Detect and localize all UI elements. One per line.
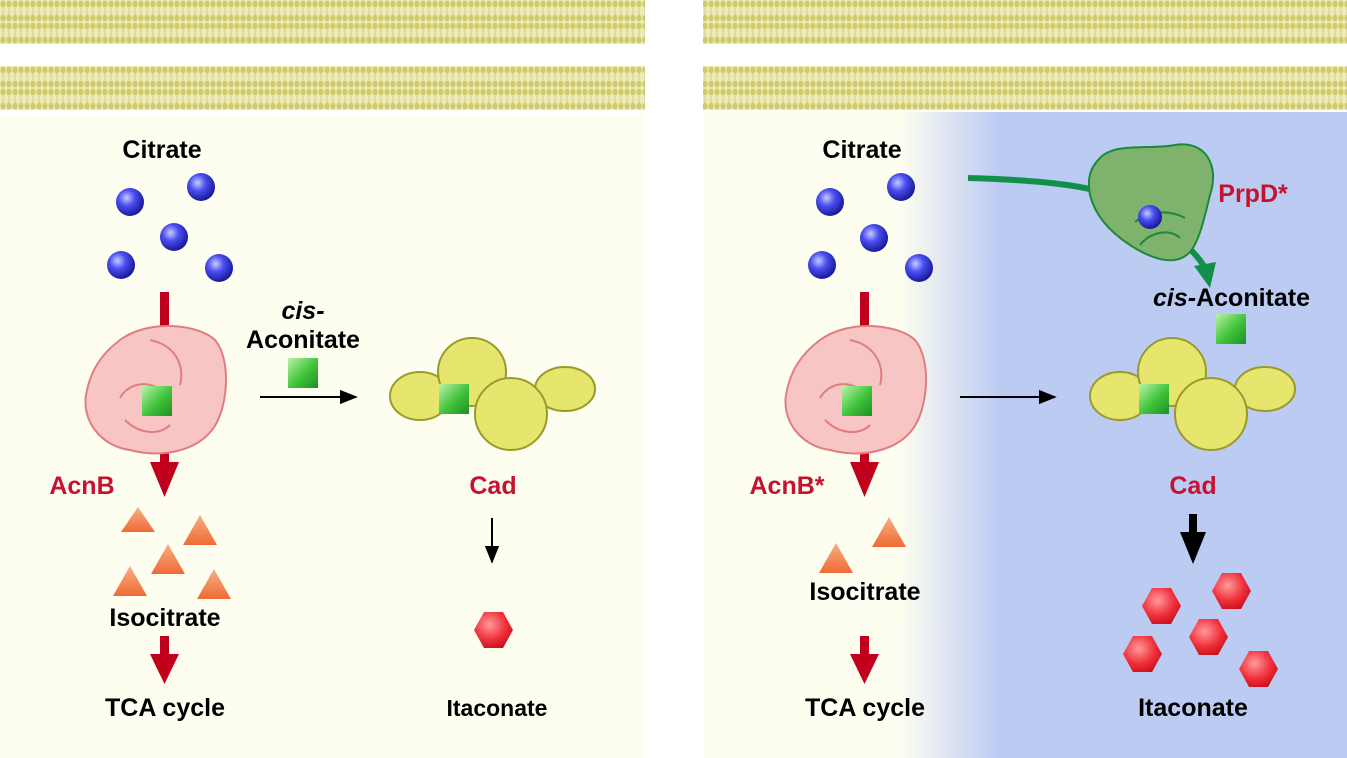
red-hexagon-icon [1142,588,1181,624]
green-square-icon [1216,314,1246,344]
left-isocitrate-label: Isocitrate [109,604,220,632]
left-citrate-label: Citrate [122,136,201,164]
right-gradient-zone [900,112,1000,758]
orange-triangle-icon [197,569,231,599]
green-square-icon [842,386,872,416]
green-square-icon [288,358,318,388]
left-inner-membrane [0,66,645,110]
blue-sphere-icon [808,251,836,279]
right-acnb-label: AcnB* [749,472,824,500]
left-citrate-molecules [107,173,233,282]
right-tca-label: TCA cycle [805,694,925,722]
right-itaconate-molecules [1123,573,1278,687]
blue-sphere-icon [107,251,135,279]
orange-triangle-icon [183,515,217,545]
right-cis-label: cis- [1153,284,1196,312]
red-hexagon-icon [1123,636,1162,672]
blue-sphere-icon [116,188,144,216]
right-citrate-molecules [808,173,933,282]
red-hexagon-icon [1189,619,1228,655]
green-square-icon [1139,384,1169,414]
left-panel: Citrate AcnB cis- Aconitate [0,0,645,758]
red-hexagon-icon [474,612,513,648]
blue-sphere-icon [887,173,915,201]
blue-sphere-icon [160,223,188,251]
orange-triangle-icon [113,566,147,596]
green-square-icon [439,384,469,414]
left-to-tca-arrow [150,654,179,684]
left-cad-label: Cad [469,472,516,500]
red-hexagon-icon [1212,573,1251,609]
right-isocitrate-molecules [819,517,906,573]
right-arrowhead [850,462,879,497]
blue-sphere-icon [205,254,233,282]
left-arrowhead [150,462,179,497]
blue-sphere-icon [1138,205,1162,229]
orange-triangle-icon [121,507,155,532]
blue-sphere-icon [905,254,933,282]
right-cad-label: Cad [1169,472,1216,500]
prpd-arrowhead [1194,262,1216,288]
left-isocitrate-molecules [113,507,231,599]
left-acnb-label: AcnB [49,472,114,500]
orange-triangle-icon [819,543,853,573]
red-hexagon-icon [1239,651,1278,687]
left-outer-membrane [0,0,645,44]
left-aconitate-label: Aconitate [246,326,360,354]
right-citrate-label: Citrate [822,136,901,164]
green-square-icon [142,386,172,416]
left-itaconate-label: Itaconate [447,695,548,721]
left-tca-label: TCA cycle [105,694,225,722]
right-cad-to-itaconate-arrow [1180,532,1206,564]
right-aconitate-label: Aconitate [1196,284,1310,312]
blue-sphere-icon [860,224,888,252]
blue-sphere-icon [187,173,215,201]
right-isocitrate-label: Isocitrate [809,578,920,606]
right-inner-membrane [703,66,1347,110]
right-panel: Citrate PrpD* cis-Aconitate [703,0,1347,758]
blue-sphere-icon [816,188,844,216]
right-cis-aconitate-label: cis-Aconitate [1153,284,1310,312]
right-to-tca-arrow [850,654,879,684]
right-itaconate-label: Itaconate [1138,694,1248,722]
orange-triangle-icon [872,517,906,547]
left-cis-label: cis- [281,297,324,325]
orange-triangle-icon [151,544,185,574]
right-outer-membrane [703,0,1347,44]
prpd-label: PrpD* [1218,180,1288,208]
